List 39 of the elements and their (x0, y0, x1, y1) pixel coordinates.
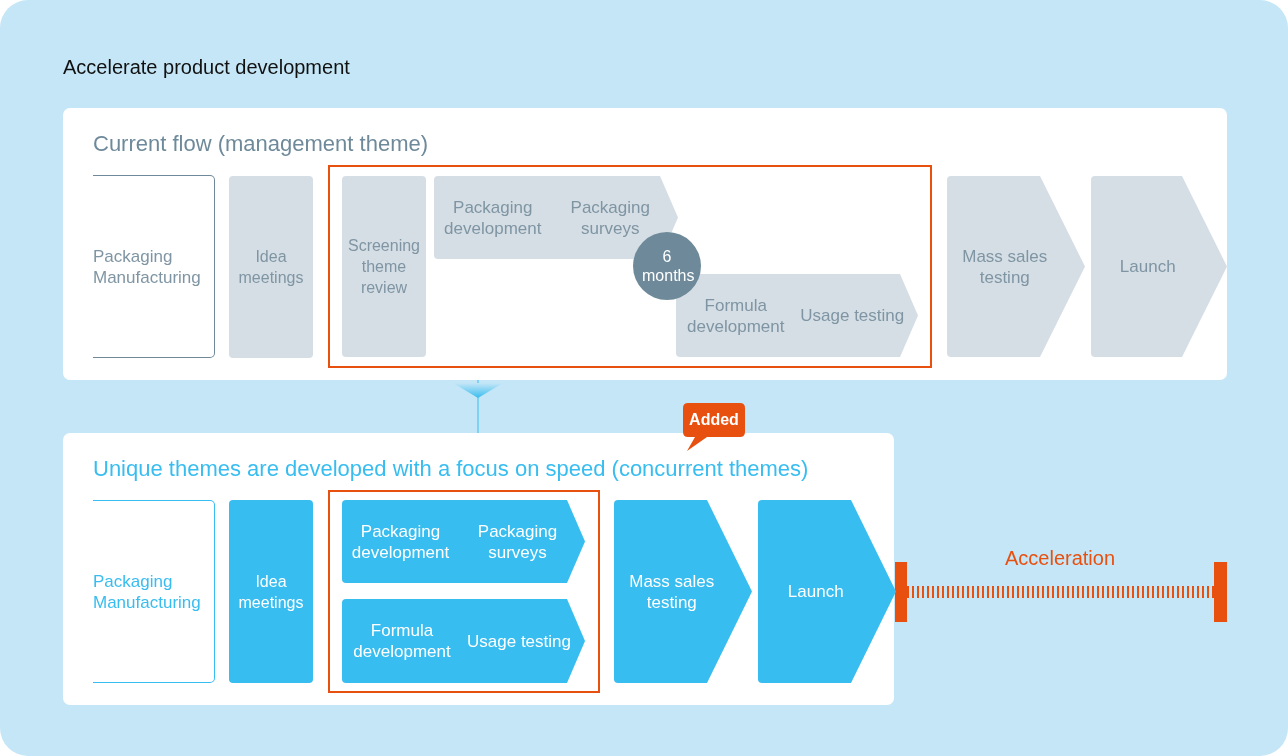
open-bracket-box (93, 500, 215, 683)
step-label: Packaging Manufacturing (93, 570, 202, 613)
open-bracket-box (93, 175, 215, 358)
callout-text: Added (688, 410, 740, 430)
step-label: Mass sales testing (628, 570, 716, 613)
flow-panel (63, 108, 1227, 380)
step-label: Mass sales testing (961, 245, 1049, 288)
step-label: Packaging surveys (476, 520, 559, 563)
process-box (229, 500, 313, 683)
step-label: Formula development (686, 294, 786, 337)
highlight-frame (328, 490, 600, 693)
process-box (229, 176, 313, 358)
process-step (947, 176, 1085, 357)
transition-arrow (453, 379, 503, 434)
step-label: Launch (787, 581, 844, 602)
step-label: Screening theme review (346, 236, 421, 298)
panel-title: Unique themes are developed with a focus on speed (concurrent themes) (93, 455, 809, 483)
step-label: Formula development (352, 620, 452, 662)
step-label: Packaging surveys (569, 196, 651, 239)
process-step (342, 599, 585, 683)
step-label: Usage testing (800, 305, 905, 326)
highlight-frame (328, 165, 932, 368)
step-label: Idea meetings (237, 571, 305, 613)
step-label: Idea meetings (237, 247, 305, 288)
step-label: Packaging development (350, 520, 451, 563)
process-box (342, 176, 426, 357)
step-label: Packaging Manufacturing (93, 245, 202, 288)
dimension-label: Acceleration (1003, 546, 1117, 570)
process-step (614, 500, 752, 683)
duration-label: 6 months (642, 247, 692, 285)
step-label: Packaging development (443, 196, 543, 239)
step-label: Usage testing (467, 630, 571, 652)
process-step (1091, 176, 1227, 357)
process-step (758, 500, 896, 683)
flow-panel (63, 433, 894, 705)
process-step (342, 500, 585, 583)
panel-title: Current flow (management theme) (93, 130, 429, 158)
diagram-title: Accelerate product development (63, 55, 350, 80)
step-label: Launch (1119, 256, 1176, 277)
